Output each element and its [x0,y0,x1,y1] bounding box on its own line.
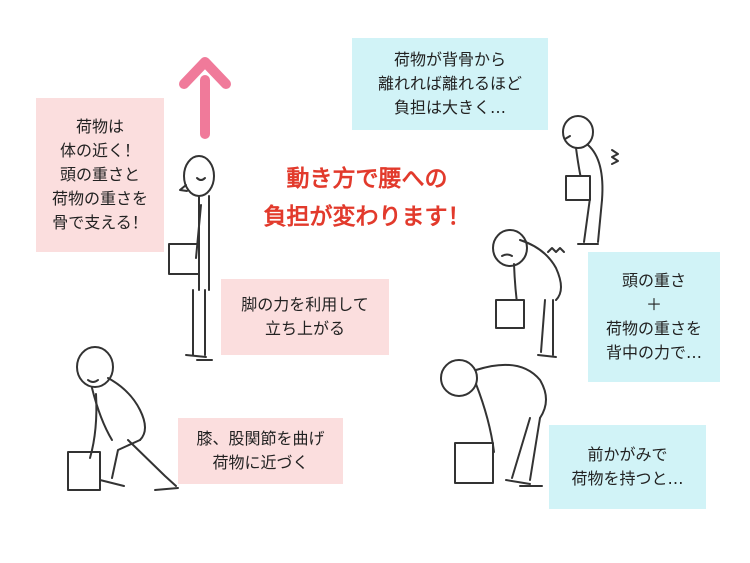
up-arrow-icon [179,57,231,139]
slouching-person [562,115,619,245]
squatting-person [67,346,179,491]
spine-warning-box: 荷物が背骨から 離れれば離れるほど 負担は大きく… [352,38,548,130]
bent-person [492,229,565,358]
legs-tip-box: 脚の力を利用して 立ち上がる [221,279,389,355]
headline: 動き方で腰への 負担が変わります！ [263,166,471,230]
support-tip-box: 荷物は 体の近く！ 頭の重さと 荷物の重さを 骨で支える！ [36,98,164,252]
forward-bent-person [440,359,547,487]
standing-person [168,155,215,361]
back-warning-box: 頭の重さ ＋ 荷物の重さを 背中の力で… [588,252,720,382]
knees-tip-box: 膝、股関節を曲げ 荷物に近づく [178,418,343,484]
bend-warning-box: 前かがみで 荷物を持つと… [549,425,706,509]
